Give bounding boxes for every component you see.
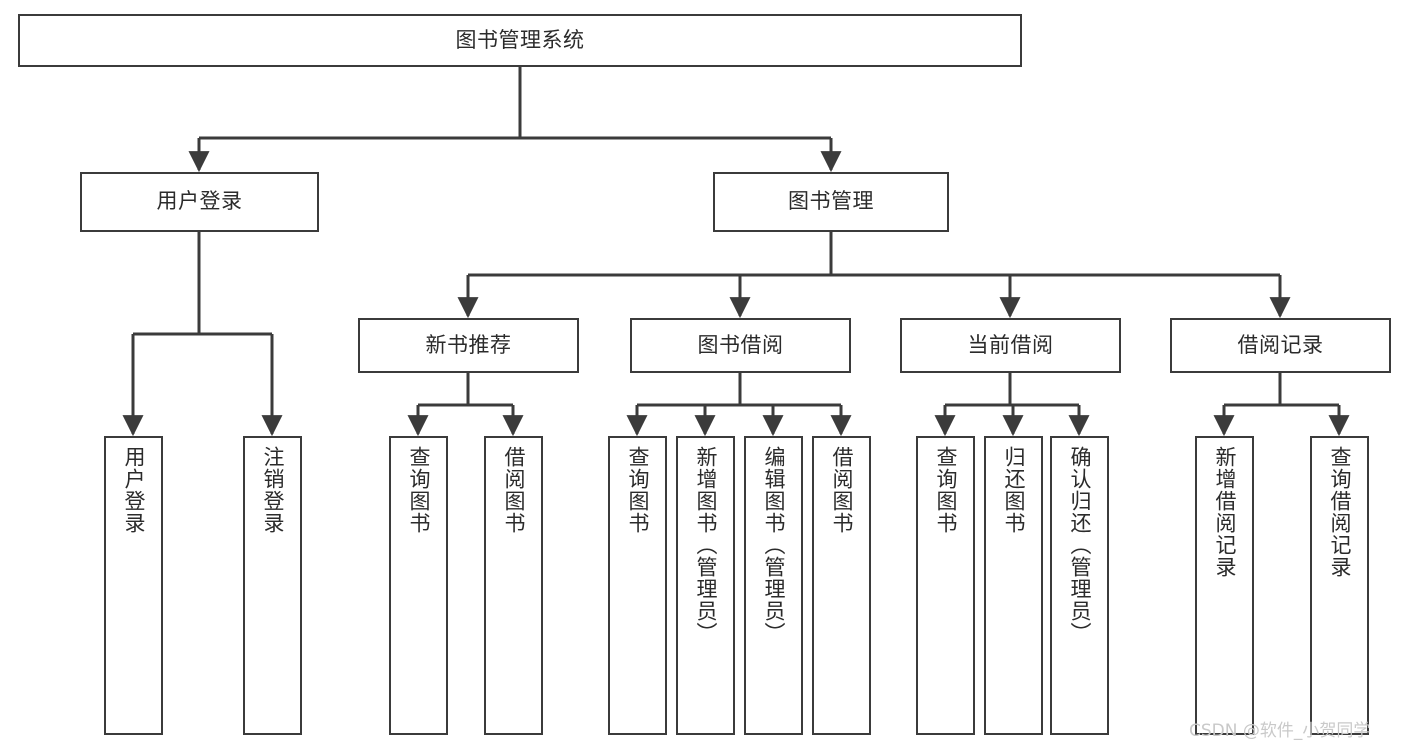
leaf-user-login-login[interactable]: 用户登录: [104, 436, 163, 735]
node-label: 用户登录: [122, 446, 146, 534]
node-root-system[interactable]: 图书管理系统: [18, 14, 1022, 67]
node-label: 新书推荐: [425, 332, 512, 357]
node-label: 查询借阅记录: [1328, 446, 1352, 578]
node-label: 借阅记录: [1237, 332, 1324, 357]
node-label: 图书管理: [788, 189, 874, 214]
node-new-book-recommend[interactable]: 新书推荐: [358, 318, 579, 373]
node-label: 图书管理系统: [455, 27, 585, 52]
node-label: 借阅图书: [502, 446, 526, 534]
leaf-borrow-borrow-book[interactable]: 借阅图书: [812, 436, 871, 735]
node-label: 新增借阅记录: [1213, 446, 1237, 578]
node-label: 查询图书: [934, 446, 958, 534]
node-book-borrow[interactable]: 图书借阅: [630, 318, 851, 373]
node-label: 编辑图书（管理员）: [762, 446, 786, 644]
node-borrow-record[interactable]: 借阅记录: [1170, 318, 1391, 373]
leaf-borrow-query-book[interactable]: 查询图书: [608, 436, 667, 735]
node-label: 新增图书（管理员）: [694, 446, 718, 644]
node-book-management[interactable]: 图书管理: [713, 172, 949, 232]
leaf-user-login-logout[interactable]: 注销登录: [243, 436, 302, 735]
node-label: 查询图书: [626, 446, 650, 534]
leaf-current-confirm-return[interactable]: 确认归还（管理员）: [1050, 436, 1109, 735]
node-label: 借阅图书: [830, 446, 854, 534]
node-current-borrow[interactable]: 当前借阅: [900, 318, 1121, 373]
leaf-borrow-edit-book[interactable]: 编辑图书（管理员）: [744, 436, 803, 735]
leaf-current-return-book[interactable]: 归还图书: [984, 436, 1043, 735]
leaf-new-book-query[interactable]: 查询图书: [389, 436, 448, 735]
node-user-login[interactable]: 用户登录: [80, 172, 319, 232]
node-label: 注销登录: [261, 446, 285, 534]
node-label: 确认归还（管理员）: [1068, 446, 1092, 644]
leaf-new-book-borrow[interactable]: 借阅图书: [484, 436, 543, 735]
node-label: 图书借阅: [697, 332, 784, 357]
leaf-current-query-book[interactable]: 查询图书: [916, 436, 975, 735]
node-label: 当前借阅: [967, 332, 1054, 357]
leaf-record-query-record[interactable]: 查询借阅记录: [1310, 436, 1369, 735]
node-label: 用户登录: [156, 189, 243, 214]
leaf-borrow-add-book[interactable]: 新增图书（管理员）: [676, 436, 735, 735]
leaf-record-add-record[interactable]: 新增借阅记录: [1195, 436, 1254, 735]
node-label: 查询图书: [407, 446, 431, 534]
node-label: 归还图书: [1002, 446, 1026, 534]
